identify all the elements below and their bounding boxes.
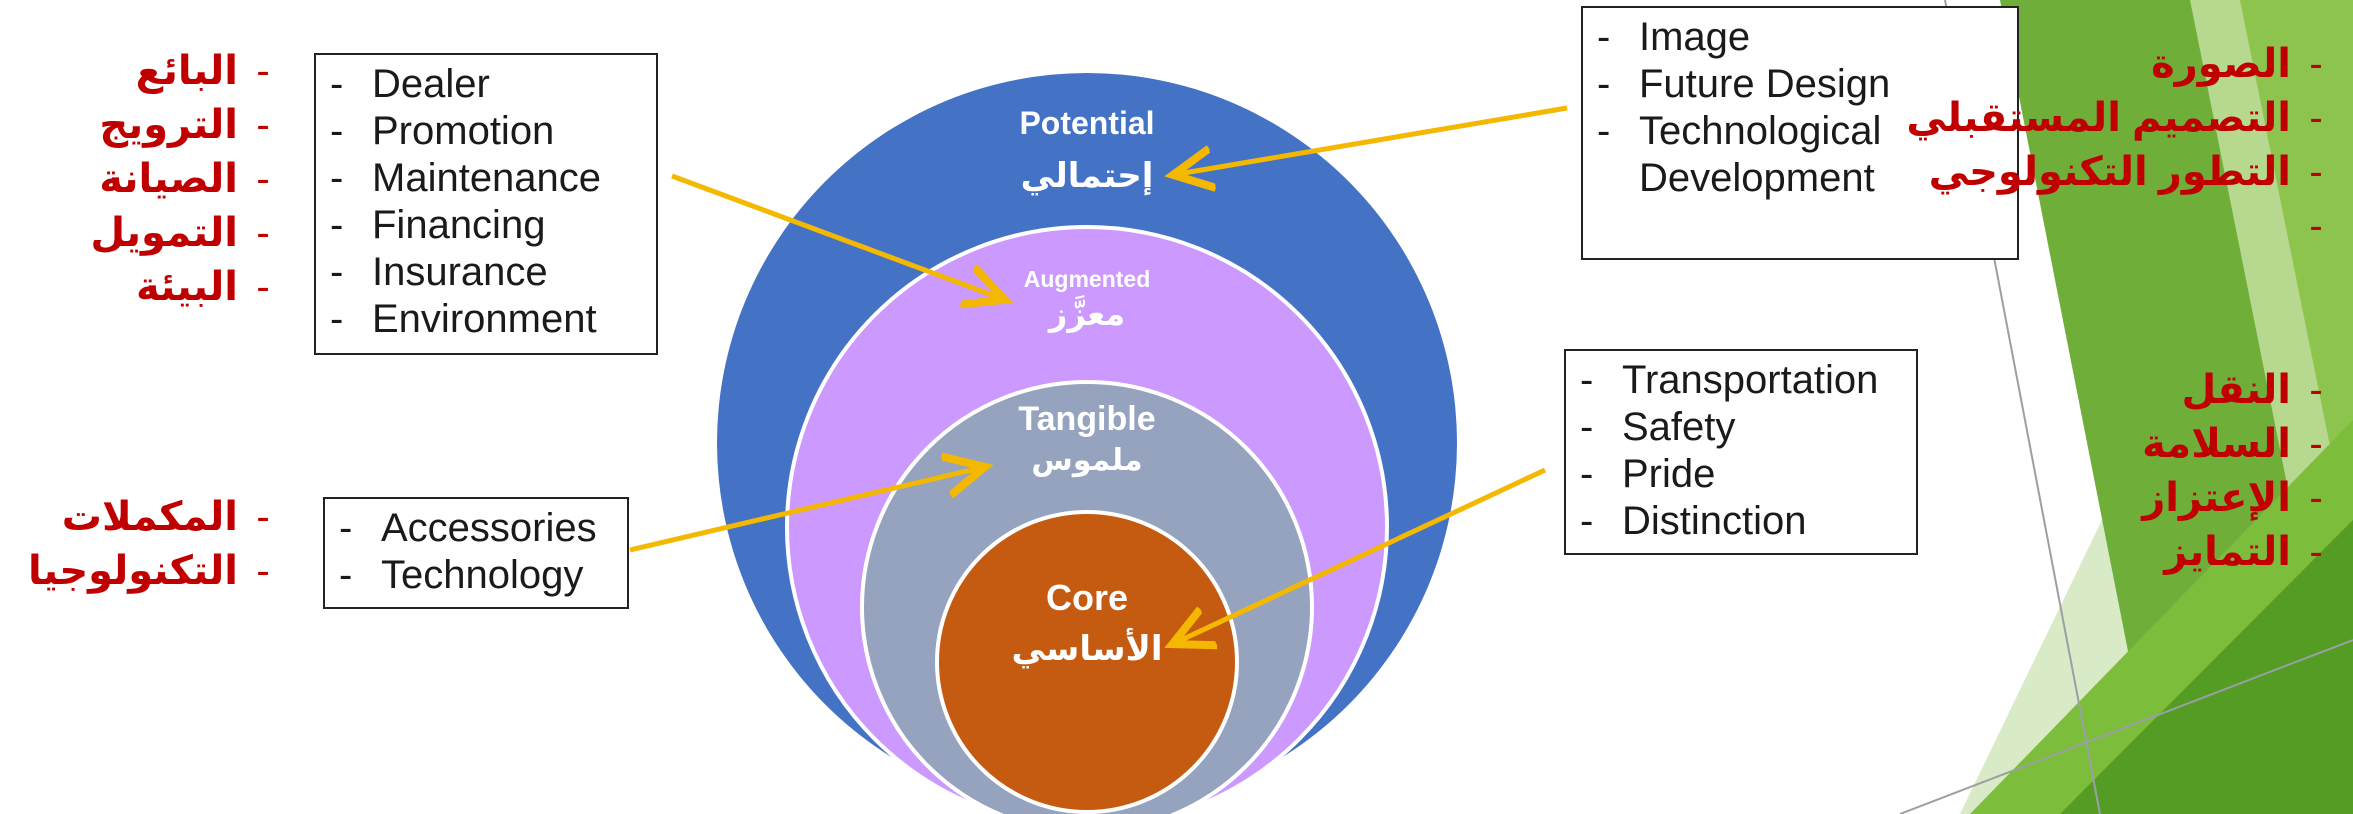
potential-label-en: Potential — [1019, 105, 1155, 141]
list-item: -Transportation — [1580, 358, 1879, 402]
list-item: -Financing — [330, 203, 546, 247]
core-label-en: Core — [1045, 577, 1129, 618]
list-item: -Insurance — [330, 250, 548, 294]
list-item: -النقل — [2181, 368, 2323, 412]
core-label: Core الأساسي — [1011, 577, 1162, 669]
tangible-box: -Accessories -Technology — [323, 497, 629, 609]
augmented-label: Augmented معزَّز — [1024, 266, 1151, 333]
list-item: -التكنولوجيا — [28, 549, 270, 593]
augmented-label-en: Augmented — [1023, 266, 1151, 292]
augmented-box: -Dealer -Promotion -Maintenance -Financi… — [314, 53, 658, 355]
list-item: -التطور التكنولوجي — [1928, 150, 2323, 194]
arrow-potential — [1178, 105, 1568, 174]
list-item: -الترويج — [99, 103, 270, 147]
potential-label-ar: إحتمالي — [1020, 157, 1154, 195]
augmented-label-ar: معزَّز — [1048, 296, 1126, 332]
list-item: -الصورة — [2151, 42, 2323, 86]
list-item: -البيئة — [136, 265, 270, 309]
list-item: -Accessories — [339, 506, 597, 550]
list-item: -Pride — [1580, 452, 1716, 496]
list-item: -التمويل — [90, 211, 270, 255]
tangible-label-ar: ملموس — [1031, 444, 1143, 477]
potential-label: Potential إحتمالي — [1019, 105, 1154, 196]
list-item: -Promotion — [330, 109, 555, 153]
list-item: -الإعتزاز — [2142, 476, 2323, 520]
arabic-list-right-bottom: -النقل -السلامة -الإعتزاز -التمايز — [2142, 363, 2341, 579]
arabic-list-left-top: -البائع -الترويج -الصيانة -التمويل -البي… — [90, 44, 288, 314]
list-item: -Environment — [330, 297, 597, 341]
arrow-tangible — [629, 468, 980, 553]
list-item: -Future Design — [1597, 62, 1891, 106]
list-item: -Safety — [1580, 405, 1736, 449]
list-item: Development — [1639, 156, 1875, 200]
core-box: -Transportation -Safety -Pride -Distinct… — [1564, 349, 1918, 555]
core-circle — [935, 510, 1239, 814]
list-item: -التصميم المستقبلي — [1906, 96, 2323, 140]
list-item: -Technology — [339, 553, 584, 597]
list-item: -Technological — [1597, 109, 1882, 153]
list-item: -التمايز — [2164, 530, 2323, 574]
list-item: -الصيانة — [99, 157, 270, 201]
list-item: -Maintenance — [330, 156, 602, 200]
list-item: -البائع — [135, 49, 270, 93]
arabic-list-right-top: -الصورة -التصميم المستقبلي -التطور التكن… — [1906, 37, 2341, 253]
list-item: -المكملات — [61, 495, 270, 539]
core-label-ar: الأساسي — [1011, 630, 1163, 668]
tangible-label-en: Tangible — [1018, 400, 1156, 438]
list-item: -السلامة — [2142, 422, 2323, 466]
list-item: -Image — [1597, 15, 1751, 59]
arabic-list-left-bottom: -المكملات -التكنولوجيا — [28, 490, 288, 598]
potential-box: -Image -Future Design -Technological Dev… — [1581, 6, 2019, 260]
tangible-label: Tangible ملموس — [1018, 400, 1155, 478]
list-item: -Distinction — [1580, 499, 1807, 543]
arrow-augmented — [671, 173, 1000, 298]
list-item: -Dealer — [330, 62, 490, 106]
arrow-core — [1177, 467, 1547, 642]
list-item: - — [2309, 204, 2323, 248]
